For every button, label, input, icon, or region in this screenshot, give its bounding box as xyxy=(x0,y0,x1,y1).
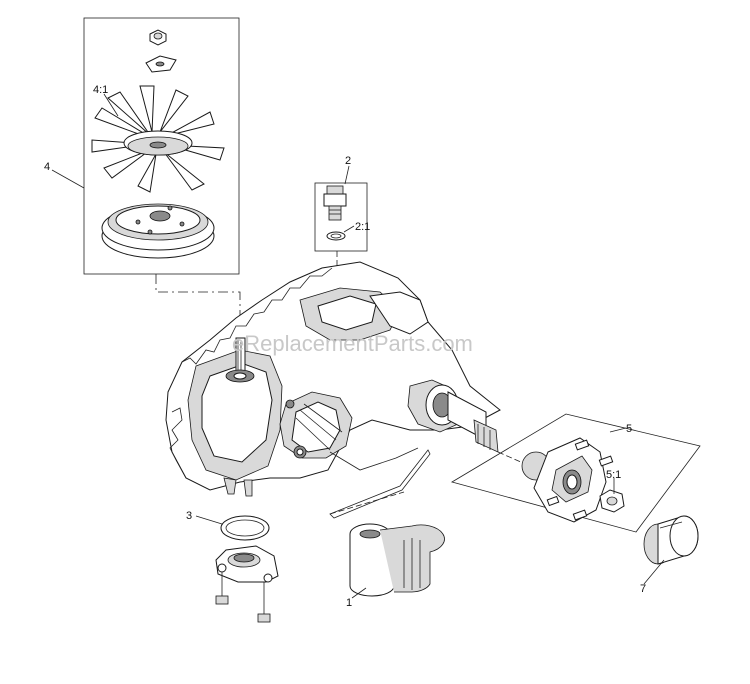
callout-5: 5 xyxy=(626,423,632,435)
breather-fitting[interactable] xyxy=(323,185,347,221)
cover-bolt-right[interactable] xyxy=(257,582,271,623)
callout-4: 4 xyxy=(44,161,50,173)
fan-pulley-kit-box xyxy=(83,17,240,275)
hub-nut[interactable] xyxy=(599,489,625,513)
fan-nut[interactable] xyxy=(149,29,167,46)
filter-box xyxy=(329,449,431,519)
leader-lines xyxy=(51,93,665,599)
fan-washer[interactable] xyxy=(145,55,177,73)
sump-cover-plate[interactable] xyxy=(215,545,279,583)
bypass-control-lever[interactable] xyxy=(279,391,419,471)
callout-4-1: 4:1 xyxy=(93,84,108,96)
cover-bolt-left[interactable] xyxy=(215,572,229,605)
cooling-fan[interactable] xyxy=(91,85,225,193)
oil-filter[interactable] xyxy=(349,523,445,597)
fitting-o-ring[interactable] xyxy=(326,231,346,241)
filter-alignment-line xyxy=(329,491,405,515)
hub-cap[interactable] xyxy=(643,515,699,565)
sump-o-ring[interactable] xyxy=(220,515,270,541)
callout-3: 3 xyxy=(186,510,192,522)
callout-7: 7 xyxy=(640,583,646,595)
drive-pulley[interactable] xyxy=(101,203,215,259)
transaxle-housing[interactable] xyxy=(165,261,501,497)
output-axle[interactable] xyxy=(407,379,499,453)
wheel-hub[interactable] xyxy=(521,437,614,523)
callout-5-1: 5:1 xyxy=(606,469,621,481)
callout-1: 1 xyxy=(346,597,352,609)
callout-2-1: 2:1 xyxy=(355,221,370,233)
watermark: eReplacementParts.com xyxy=(232,331,473,356)
fitting-kit-box xyxy=(314,182,368,252)
callout-2: 2 xyxy=(345,155,351,167)
